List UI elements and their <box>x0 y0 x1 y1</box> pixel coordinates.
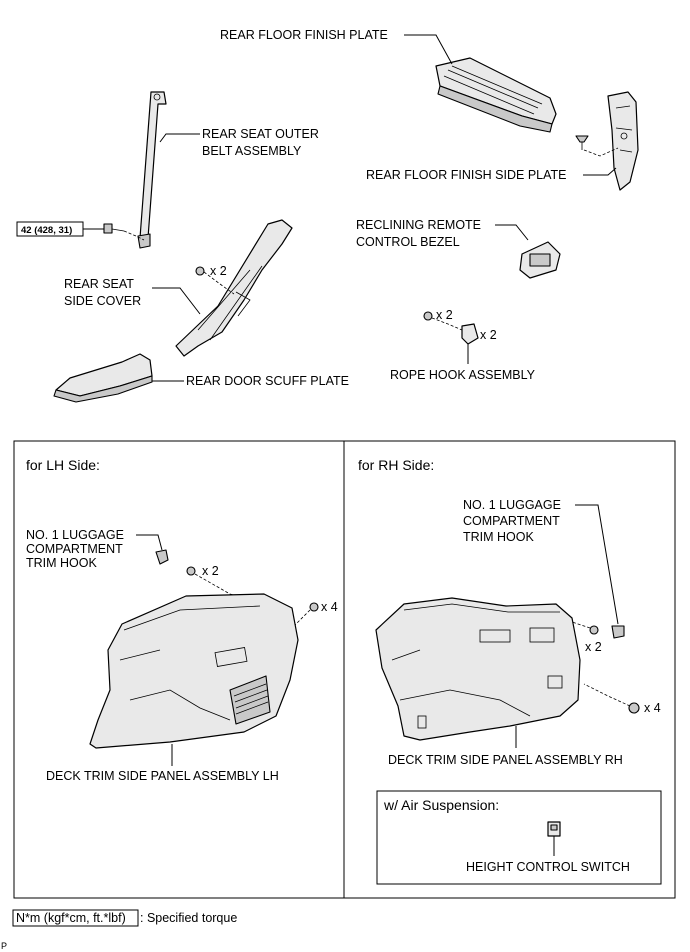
side-cover-label-line2: SIDE COVER <box>64 294 141 308</box>
corner-mark: P <box>1 941 7 951</box>
height-switch-label: HEIGHT CONTROL SWITCH <box>466 860 630 874</box>
lh-hook-leader <box>136 534 163 551</box>
side-cover-label-line1: REAR SEAT <box>64 277 134 291</box>
torque-value: 42 (428, 31) <box>21 225 72 236</box>
height-control-switch <box>547 821 561 837</box>
rh-x4-dash <box>583 683 631 707</box>
rh-deck-label: DECK TRIM SIDE PANEL ASSEMBLY RH <box>388 753 623 767</box>
air-suspension-heading: w/ Air Suspension: <box>383 797 499 813</box>
torque-legend-box <box>12 909 139 927</box>
lh-x2: x 2 <box>202 564 219 578</box>
scuff-plate-label: REAR DOOR SCUFF PLATE <box>186 374 349 388</box>
rh-x2: x 2 <box>585 640 602 654</box>
lh-clip-x2 <box>186 566 196 576</box>
rear-floor-finish-plate <box>435 57 557 133</box>
rh-x4: x 4 <box>644 701 661 715</box>
clip-fastener <box>575 135 589 150</box>
lh-hook-label-line1: NO. 1 LUGGAGE <box>26 528 124 542</box>
rope-hook-label: ROPE HOOK ASSEMBLY <box>390 368 536 382</box>
rear-seat-outer-belt-assembly <box>137 91 167 249</box>
rear-floor-finish-plate-leader <box>404 34 453 65</box>
rear-door-scuff-plate <box>53 353 153 403</box>
side-cover-clip-dash <box>203 271 235 295</box>
torque-legend-units: N*m (kgf*cm, ft.*lbf) <box>16 911 126 925</box>
lh-hook-label-line2: COMPARTMENT <box>26 542 123 556</box>
rear-floor-finish-plate-label: REAR FLOOR FINISH PLATE <box>220 28 388 42</box>
rope-hook-clip <box>423 311 433 321</box>
rope-clip-dash <box>431 317 463 331</box>
rh-clip-x4 <box>628 702 640 714</box>
clip-dash-line <box>583 147 619 157</box>
reclining-remote-control-bezel <box>519 241 561 279</box>
lh-deck-label: DECK TRIM SIDE PANEL ASSEMBLY LH <box>46 769 279 783</box>
rh-hook-leader <box>575 504 619 625</box>
air-suspension-box <box>376 790 662 885</box>
side-cover-leader <box>152 287 201 315</box>
rope-hook-assembly <box>461 323 479 345</box>
belt-label-line2: BELT ASSEMBLY <box>202 144 302 158</box>
rh-hook-label-line2: COMPARTMENT <box>463 514 560 528</box>
belt-label-line1: REAR SEAT OUTER <box>202 127 319 141</box>
rear-seat-side-cover <box>175 219 293 357</box>
bolt-dash <box>123 230 145 241</box>
lh-heading: for LH Side: <box>26 457 100 473</box>
rear-floor-finish-side-plate <box>607 91 639 191</box>
lh-clip-x4 <box>309 602 319 612</box>
lh-trim-hook <box>155 549 169 565</box>
x2-rope-hook-a: x 2 <box>436 308 453 322</box>
deck-trim-side-panel-rh <box>375 597 581 741</box>
rh-hook-label-line3: TRIM HOOK <box>463 530 534 544</box>
rear-floor-finish-side-plate-label: REAR FLOOR FINISH SIDE PLATE <box>366 168 567 182</box>
rh-clip-x2 <box>589 625 599 635</box>
belt-bolt <box>103 223 125 234</box>
lh-x4: x 4 <box>321 600 338 614</box>
reclining-label-line1: RECLINING REMOTE <box>356 218 481 232</box>
x2-rope-hook-b: x 2 <box>480 328 497 342</box>
rh-hook-label-line1: NO. 1 LUGGAGE <box>463 498 561 512</box>
side-plate-leader <box>583 167 617 176</box>
belt-leader <box>159 133 200 143</box>
rh-trim-hook <box>611 625 625 639</box>
reclining-leader <box>495 224 529 241</box>
reclining-label-line2: CONTROL BEZEL <box>356 235 460 249</box>
rh-heading: for RH Side: <box>358 457 434 473</box>
lh-hook-label-line3: TRIM HOOK <box>26 556 97 570</box>
side-cover-clip <box>195 266 205 276</box>
x2-side-cover: x 2 <box>210 264 227 278</box>
deck-trim-side-panel-lh <box>89 593 299 749</box>
torque-legend-text: : Specified torque <box>140 911 237 925</box>
